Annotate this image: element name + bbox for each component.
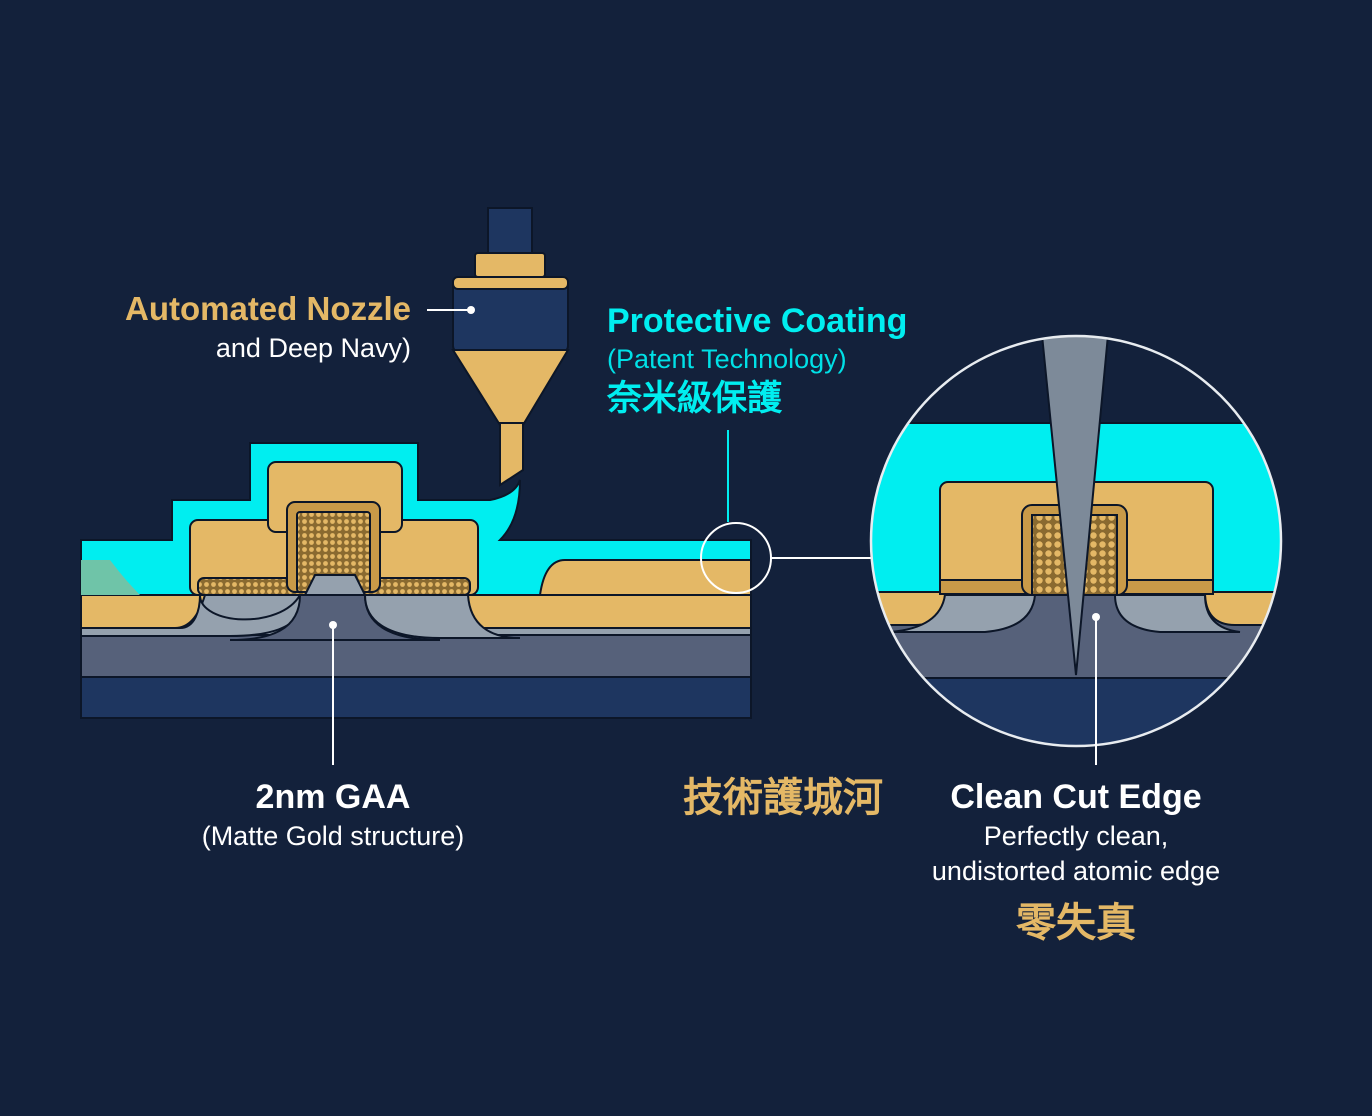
cross-section: [80, 442, 752, 719]
gaa-leader-dot: [329, 621, 337, 629]
automated-nozzle: [451, 207, 570, 487]
magnified-view: [871, 336, 1281, 746]
cutting-blade: [1040, 336, 1110, 676]
cut-cjk: 零失真: [1016, 900, 1136, 946]
coating-subtitle: (Patent Technology): [607, 344, 847, 374]
nozzle-leader-dot: [467, 306, 475, 314]
magnified-circle-border: [869, 334, 1283, 748]
cut-title: Clean Cut Edge: [950, 778, 1201, 816]
coating-cjk: 奈米級保護: [606, 379, 783, 419]
moat-cjk: 技術護城河: [683, 775, 883, 821]
cut-line1: Perfectly clean,: [984, 821, 1169, 851]
nozzle-subtitle: and Deep Navy): [216, 333, 411, 363]
gaa-subtitle: (Matte Gold structure): [202, 821, 465, 851]
cut-line2: undistorted atomic edge: [932, 856, 1220, 886]
gaa-title: 2nm GAA: [256, 778, 411, 816]
cut-leader-dot: [1092, 613, 1100, 621]
coating-title: Protective Coating: [607, 302, 907, 340]
nozzle-title: Automated Nozzle: [125, 290, 411, 327]
